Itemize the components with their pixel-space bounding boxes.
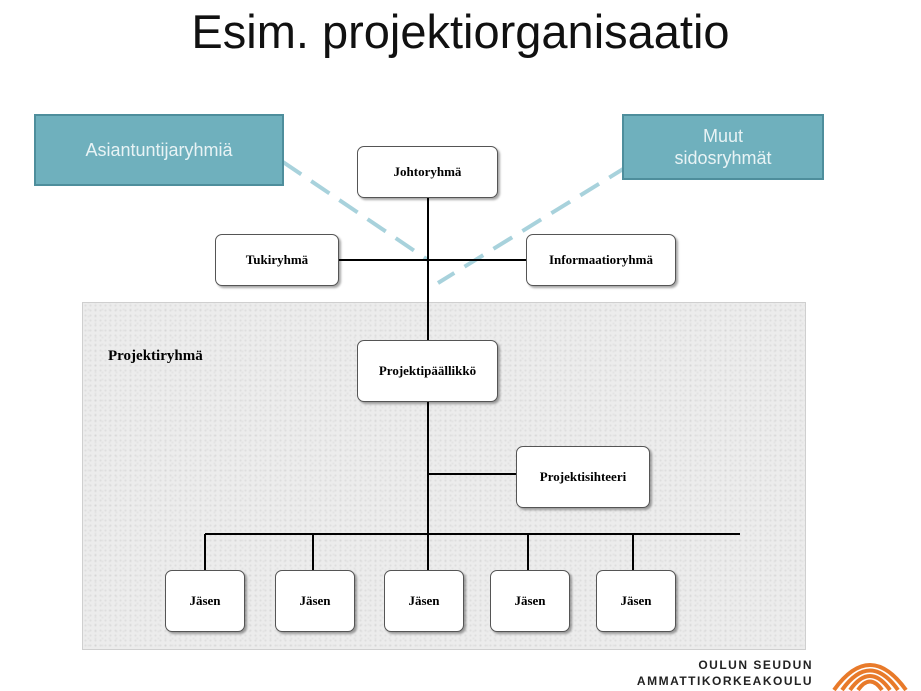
member-box-4: Jäsen bbox=[490, 570, 570, 632]
dashed-connector-left bbox=[281, 160, 430, 262]
member-box-2: Jäsen bbox=[275, 570, 355, 632]
member-label: Jäsen bbox=[189, 593, 221, 608]
project-team-label: Projektiryhmä bbox=[108, 348, 203, 364]
steering-group-label: Johtoryhmä bbox=[393, 164, 462, 179]
slide-title: Esim. projektiorganisaatio bbox=[191, 5, 730, 58]
other-stakeholders-callout: Muut sidosryhmät bbox=[622, 114, 824, 180]
support-group-box: Tukiryhmä bbox=[215, 234, 339, 286]
information-group-box: Informaatioryhmä bbox=[526, 234, 676, 286]
member-box-3: Jäsen bbox=[384, 570, 464, 632]
member-box-5: Jäsen bbox=[596, 570, 676, 632]
other-stakeholders-line1: Muut bbox=[702, 126, 744, 146]
project-manager-box: Projektipäällikkö bbox=[357, 340, 498, 402]
project-secretary-label: Projektisihteeri bbox=[539, 469, 627, 484]
logo-text-line2: AMMATTIKORKEAKOULU bbox=[636, 674, 813, 688]
information-group-label: Informaatioryhmä bbox=[549, 252, 653, 267]
stacked-arcs-logo-icon bbox=[832, 663, 908, 691]
expert-groups-callout: Asiantuntijaryhmiä bbox=[34, 114, 284, 186]
member-label: Jäsen bbox=[299, 593, 331, 608]
member-label: Jäsen bbox=[514, 593, 546, 608]
dashed-connector-right bbox=[436, 164, 630, 285]
project-secretary-box: Projektisihteeri bbox=[516, 446, 650, 508]
member-box-1: Jäsen bbox=[165, 570, 245, 632]
member-label: Jäsen bbox=[408, 593, 440, 608]
logo-text-line1: OULUN SEUDUN bbox=[698, 658, 813, 672]
other-stakeholders-line2: sidosryhmät bbox=[674, 148, 772, 168]
member-label: Jäsen bbox=[620, 593, 652, 608]
project-manager-label: Projektipäällikkö bbox=[378, 363, 477, 378]
expert-groups-label: Asiantuntijaryhmiä bbox=[85, 140, 233, 160]
steering-group-box: Johtoryhmä bbox=[357, 146, 498, 198]
support-group-label: Tukiryhmä bbox=[245, 252, 309, 267]
